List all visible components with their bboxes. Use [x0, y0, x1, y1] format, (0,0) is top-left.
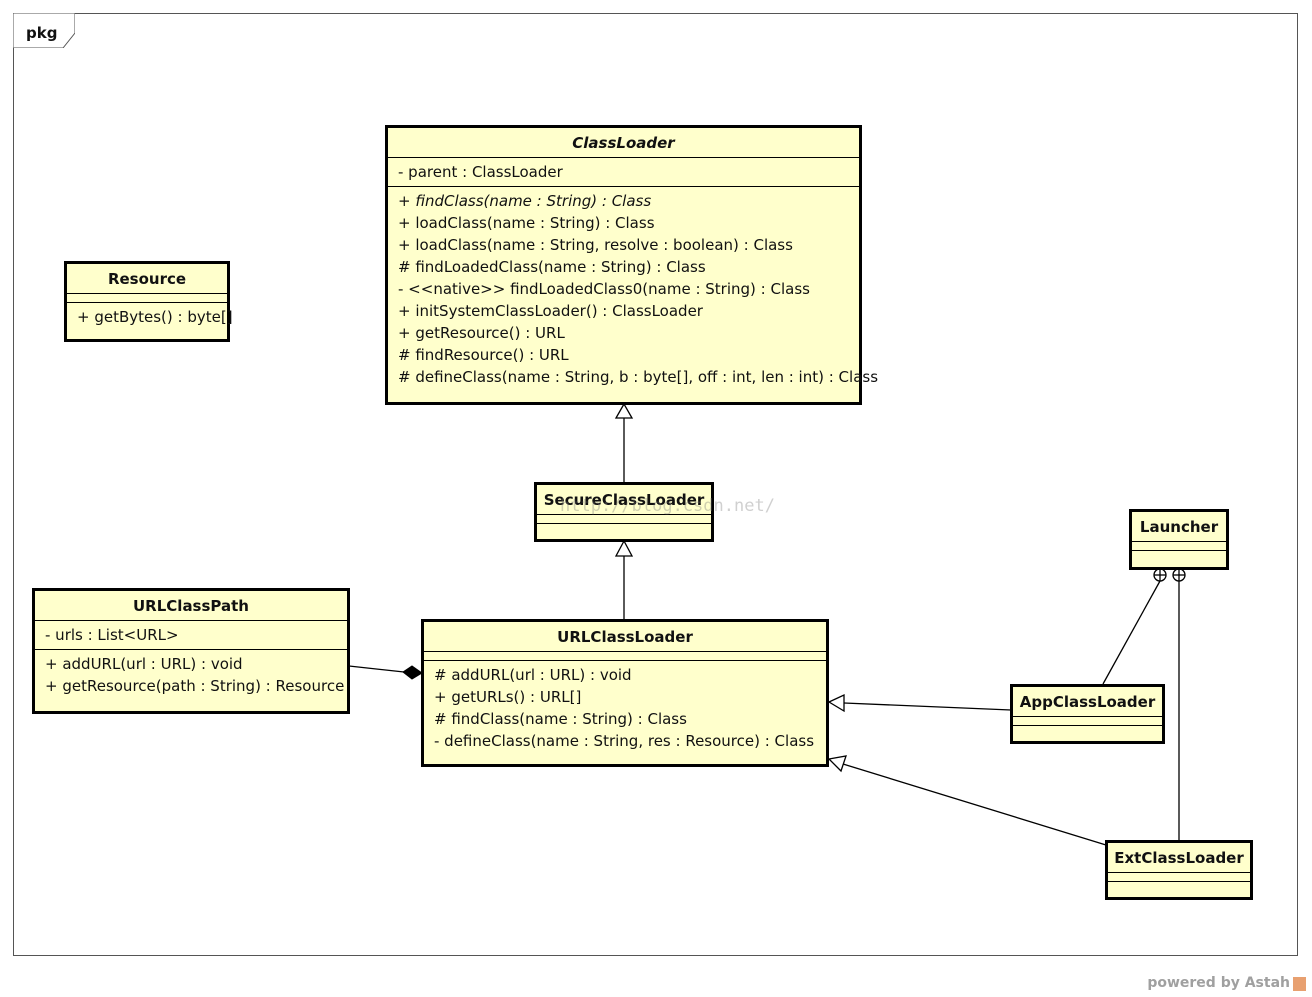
- operations-section: + addURL(url : URL) : void + getResource…: [35, 650, 347, 700]
- attributes-section: [537, 515, 711, 524]
- package-label: pkg: [26, 24, 58, 42]
- attributes-section: - urls : List<URL>: [35, 621, 347, 650]
- class-resource[interactable]: Resource + getBytes() : byte[]: [64, 261, 233, 342]
- operation: + loadClass(name : String) : Class: [398, 214, 655, 232]
- attributes-section: [1132, 542, 1226, 551]
- operations-section: [1132, 551, 1226, 559]
- generalization-ext-to-url: [842, 763, 1107, 846]
- class-name: URLClassLoader: [424, 622, 826, 652]
- composition-diamond: [402, 665, 423, 680]
- class-launcher[interactable]: Launcher: [1129, 509, 1229, 570]
- operation: + getURLs() : URL[]: [434, 688, 582, 706]
- generalization-arrowhead: [827, 755, 847, 773]
- generalization-arrowhead: [614, 539, 634, 557]
- operation: + getResource(path : String) : Resource: [45, 677, 345, 695]
- package-tab: [13, 13, 75, 48]
- powered-by-label: powered by Astah: [1147, 975, 1290, 991]
- operations-section: [1013, 726, 1162, 734]
- operation: + getResource() : URL: [398, 324, 565, 342]
- operation: + addURL(url : URL) : void: [45, 655, 243, 673]
- operations-section: [1108, 882, 1250, 890]
- class-name: URLClassPath: [35, 591, 347, 621]
- class-classloader[interactable]: ClassLoader - parent : ClassLoader + fin…: [385, 125, 879, 405]
- attributes-section: [424, 652, 826, 661]
- operation: # findLoadedClass(name : String) : Class: [398, 258, 706, 276]
- nesting-line-app: [1102, 580, 1161, 685]
- operation: + findClass(name : String) : Class: [398, 192, 652, 210]
- operation: + getBytes() : byte[]: [77, 308, 233, 326]
- generalization-arrowhead: [614, 402, 634, 419]
- watermark: http://blog.csdn.net/: [560, 496, 775, 516]
- attribute: - parent : ClassLoader: [398, 163, 563, 181]
- operation: + loadClass(name : String, resolve : boo…: [398, 236, 793, 254]
- attributes-section: [1108, 873, 1250, 882]
- operation: - <<native>> findLoadedClass0(name : Str…: [398, 280, 810, 298]
- class-name: ExtClassLoader: [1108, 843, 1250, 873]
- operations-section: + getBytes() : byte[]: [67, 303, 233, 331]
- attribute: - urls : List<URL>: [45, 626, 179, 644]
- operations-section: [537, 524, 711, 532]
- operation: + initSystemClassLoader() : ClassLoader: [398, 302, 703, 320]
- operation: # addURL(url : URL) : void: [434, 666, 632, 684]
- class-urlclassloader[interactable]: URLClassLoader # addURL(url : URL) : voi…: [421, 619, 829, 767]
- operation: # defineClass(name : String, b : byte[],…: [398, 368, 879, 386]
- astah-logo-icon: [1293, 977, 1306, 991]
- class-name: AppClassLoader: [1013, 687, 1162, 717]
- class-name: Launcher: [1132, 512, 1226, 542]
- attributes-section: [67, 294, 227, 303]
- class-appclassloader[interactable]: AppClassLoader: [1010, 684, 1165, 744]
- operations-section: # addURL(url : URL) : void + getURLs() :…: [424, 661, 826, 755]
- composition-line: [348, 665, 405, 673]
- generalization-arrowhead: [827, 693, 845, 713]
- class-urlclasspath[interactable]: URLClassPath - urls : List<URL> + addURL…: [32, 588, 350, 714]
- attributes-section: - parent : ClassLoader: [388, 158, 859, 187]
- attributes-section: [1013, 717, 1162, 726]
- operation: - defineClass(name : String, res : Resou…: [434, 732, 815, 750]
- operations-section: + findClass(name : String) : Class + loa…: [388, 187, 879, 391]
- operation: # findClass(name : String) : Class: [434, 710, 687, 728]
- generalization-app-to-url: [843, 702, 1012, 711]
- package-frame: [13, 13, 1298, 956]
- class-name: SecureClassLoader: [537, 485, 711, 515]
- class-secureclassloader[interactable]: SecureClassLoader: [534, 482, 714, 542]
- class-name: ClassLoader: [388, 128, 859, 158]
- class-extclassloader[interactable]: ExtClassLoader: [1105, 840, 1253, 900]
- operation: # findResource() : URL: [398, 346, 569, 364]
- class-name: Resource: [67, 264, 227, 294]
